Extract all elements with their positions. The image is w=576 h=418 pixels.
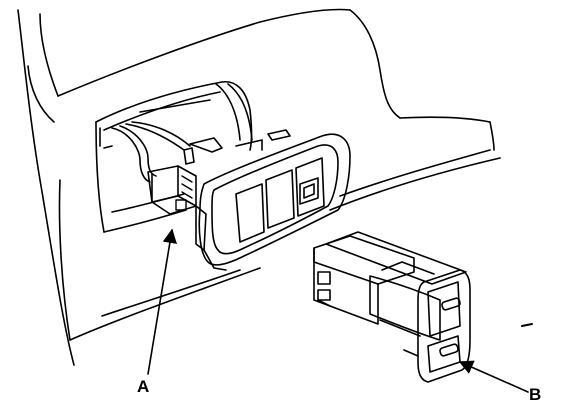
connector bbox=[147, 165, 197, 215]
leader-line-a bbox=[147, 228, 177, 375]
dashboard-panel bbox=[17, 8, 533, 366]
callout-label-a: A bbox=[137, 377, 150, 396]
wire-harness bbox=[111, 121, 191, 183]
switch-housing bbox=[183, 129, 351, 271]
panel-opening bbox=[95, 81, 253, 233]
leader-line-b bbox=[458, 360, 529, 393]
callout-label-b: B bbox=[529, 385, 542, 404]
switch bbox=[313, 231, 471, 383]
